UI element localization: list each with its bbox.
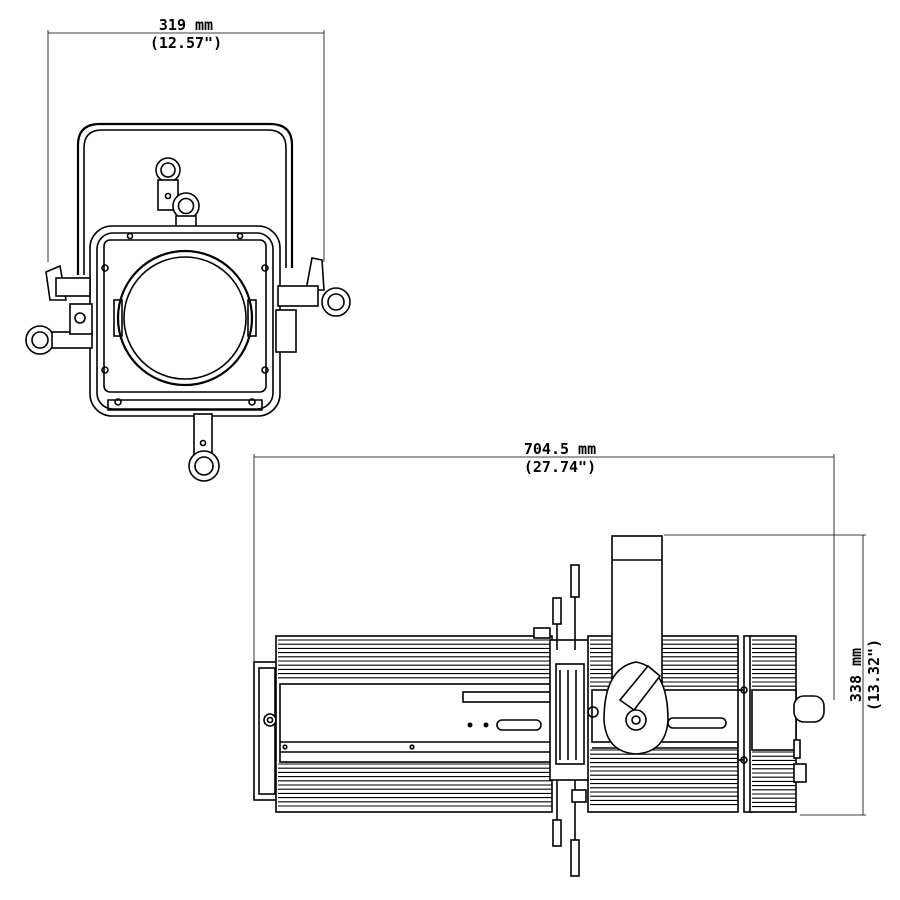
bottom-knob (188, 413, 220, 482)
front-width-inch: (12.57") (150, 34, 222, 52)
front-width-dimension: 319 mm (12.57") (47, 16, 325, 262)
side-height-dimension: 338 mm (13.32") (664, 534, 883, 816)
front-lens-outer (116, 249, 254, 387)
right-clamp-knob (275, 257, 351, 353)
front-knob (793, 695, 825, 723)
side-height-mm: 338 mm (847, 648, 865, 702)
left-clamp-knob (25, 264, 93, 355)
side-yoke (587, 535, 669, 755)
top-knob-2 (172, 192, 200, 231)
front-view-fixture (25, 122, 351, 482)
front-width-mm: 319 mm (159, 16, 213, 34)
side-length-inch: (27.74") (524, 458, 596, 476)
side-height-inch: (13.32") (865, 639, 883, 711)
front-lens-inner (123, 256, 247, 380)
yoke (76, 122, 294, 275)
gate-section (549, 564, 591, 877)
side-length-mm: 704.5 mm (524, 440, 596, 458)
side-length-dimension: 704.5 mm (27.74") (253, 440, 835, 700)
side-view-fixture (253, 535, 825, 877)
